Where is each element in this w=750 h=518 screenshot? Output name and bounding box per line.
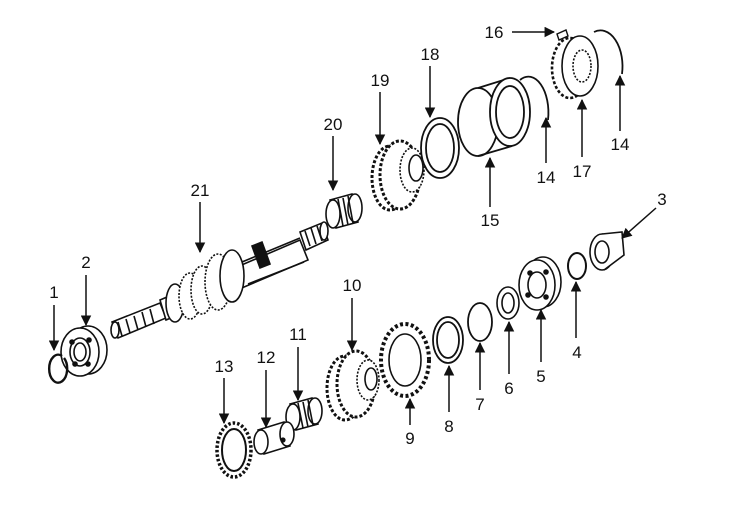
callout-labels: 1 2 3 4 5 6 7 8 9 10 11 12 13 14 14 15 1… [49, 23, 666, 448]
washer-part-6 [496, 286, 520, 320]
callout-17: 17 [573, 162, 592, 181]
callout-9: 9 [405, 429, 414, 448]
needle-bearing-part-11 [285, 397, 323, 431]
bearing-part-5 [518, 256, 562, 311]
callout-11: 11 [289, 325, 307, 344]
callout-10: 10 [343, 276, 362, 295]
leader-line-3 [621, 207, 657, 239]
snap-ring-part-4 [567, 252, 587, 280]
snap-ring-part-7 [467, 302, 493, 342]
key-part-16 [556, 29, 569, 41]
callout-8: 8 [444, 417, 453, 436]
callout-6: 6 [504, 379, 513, 398]
callout-14a: 14 [537, 168, 556, 187]
synchro-ring-part-8 [432, 316, 464, 364]
callout-19: 19 [371, 71, 390, 90]
callout-20: 20 [324, 115, 343, 134]
callout-13: 13 [215, 357, 234, 376]
synchro-sleeve-part-15 [457, 77, 531, 157]
callout-14b: 14 [611, 135, 630, 154]
needle-bearing-part-20 [325, 193, 363, 229]
callout-3: 3 [657, 190, 666, 209]
callout-7: 7 [475, 395, 484, 414]
callout-1: 1 [49, 283, 58, 302]
bushing-part-3 [589, 231, 625, 271]
callout-15: 15 [481, 211, 500, 230]
callout-4: 4 [572, 343, 581, 362]
mainshaft-part [110, 221, 329, 340]
snap-ring-part-14b [593, 29, 624, 75]
callout-21: 21 [191, 181, 210, 200]
callout-5: 5 [536, 367, 545, 386]
bushing-part-12 [253, 420, 295, 456]
callout-16: 16 [485, 23, 504, 42]
callouts [48, 26, 657, 429]
gear-part-10 [325, 349, 380, 422]
gear-part-19 [370, 139, 425, 212]
gear-plate-part-9 [379, 322, 431, 398]
synchro-ring-part-18 [420, 117, 460, 179]
snap-ring-part-14a [519, 75, 550, 121]
snap-ring-part-1 [48, 353, 69, 384]
bearing-part-2 [60, 325, 108, 377]
callout-18: 18 [421, 45, 440, 64]
callout-12: 12 [257, 348, 276, 367]
callout-2: 2 [81, 253, 90, 272]
synchro-hub-part-17 [550, 35, 599, 100]
synchro-ring-part-13 [215, 421, 253, 479]
